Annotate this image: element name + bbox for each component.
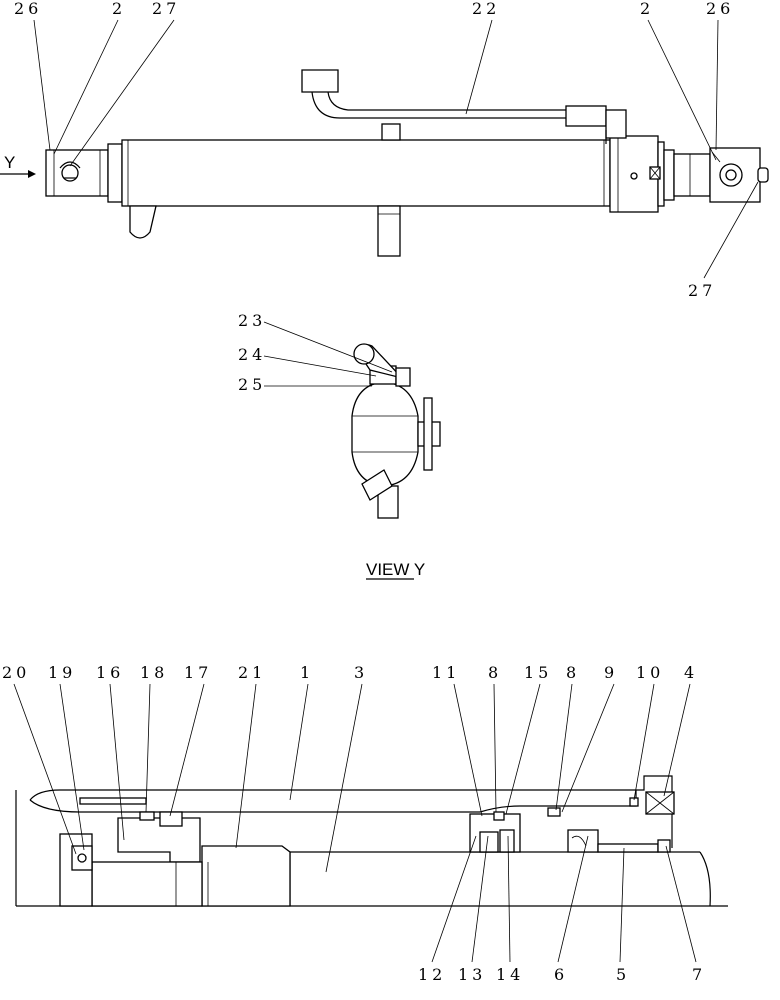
label-5: 5 <box>616 965 630 984</box>
label-7: 7 <box>692 965 706 984</box>
top-boss <box>381 123 401 141</box>
label-10: 10 <box>636 663 664 682</box>
label-2-left: 2 <box>112 0 126 18</box>
label-20: 20 <box>2 663 30 682</box>
view-y-labels: 23 24 25 VIEW Y <box>238 311 425 580</box>
piston-16 <box>117 817 201 863</box>
section-view <box>15 775 728 907</box>
eye-body <box>351 381 419 487</box>
bottom-port <box>129 205 157 239</box>
label-23: 23 <box>238 311 266 330</box>
mid-mount <box>377 205 401 257</box>
label-27-right: 27 <box>688 281 716 300</box>
cylinder-tube <box>121 139 611 207</box>
view-y-drawing <box>351 343 441 519</box>
view-arrow-label: Y <box>4 153 15 172</box>
label-15: 15 <box>524 663 552 682</box>
pipe-end-block <box>301 69 339 93</box>
view-y-caption: VIEW Y <box>366 560 425 579</box>
label-11: 11 <box>432 663 460 682</box>
pipe-fitting <box>565 105 607 127</box>
label-22: 22 <box>472 0 500 18</box>
label-6: 6 <box>554 965 568 984</box>
label-26-left: 26 <box>14 0 42 18</box>
label-2-right: 2 <box>640 0 654 18</box>
label-27-left: 27 <box>152 0 180 18</box>
label-1: 1 <box>300 663 314 682</box>
label-16: 16 <box>96 663 124 682</box>
top-view-labels: 26 2 27 22 2 26 27 Y <box>4 0 759 300</box>
label-26-right: 26 <box>706 0 734 18</box>
label-3: 3 <box>354 663 368 682</box>
left-pin <box>61 164 79 182</box>
label-14: 14 <box>496 965 524 984</box>
label-19: 19 <box>48 663 76 682</box>
label-9: 9 <box>604 663 618 682</box>
label-8-left: 8 <box>488 663 502 682</box>
label-4: 4 <box>684 663 698 682</box>
label-24: 24 <box>238 345 266 364</box>
label-18: 18 <box>140 663 168 682</box>
section-labels: 20 19 16 18 17 21 1 3 11 8 15 8 9 10 4 1… <box>2 663 706 984</box>
piston-rod <box>673 153 711 197</box>
label-21: 21 <box>238 663 266 682</box>
label-25: 25 <box>238 375 266 394</box>
cylinder-side-view <box>0 69 769 257</box>
label-12: 12 <box>418 965 446 984</box>
label-13: 13 <box>458 965 486 984</box>
grease-fitting <box>757 167 769 183</box>
label-17: 17 <box>184 663 212 682</box>
label-8-right: 8 <box>566 663 580 682</box>
piston-21 <box>201 845 291 907</box>
